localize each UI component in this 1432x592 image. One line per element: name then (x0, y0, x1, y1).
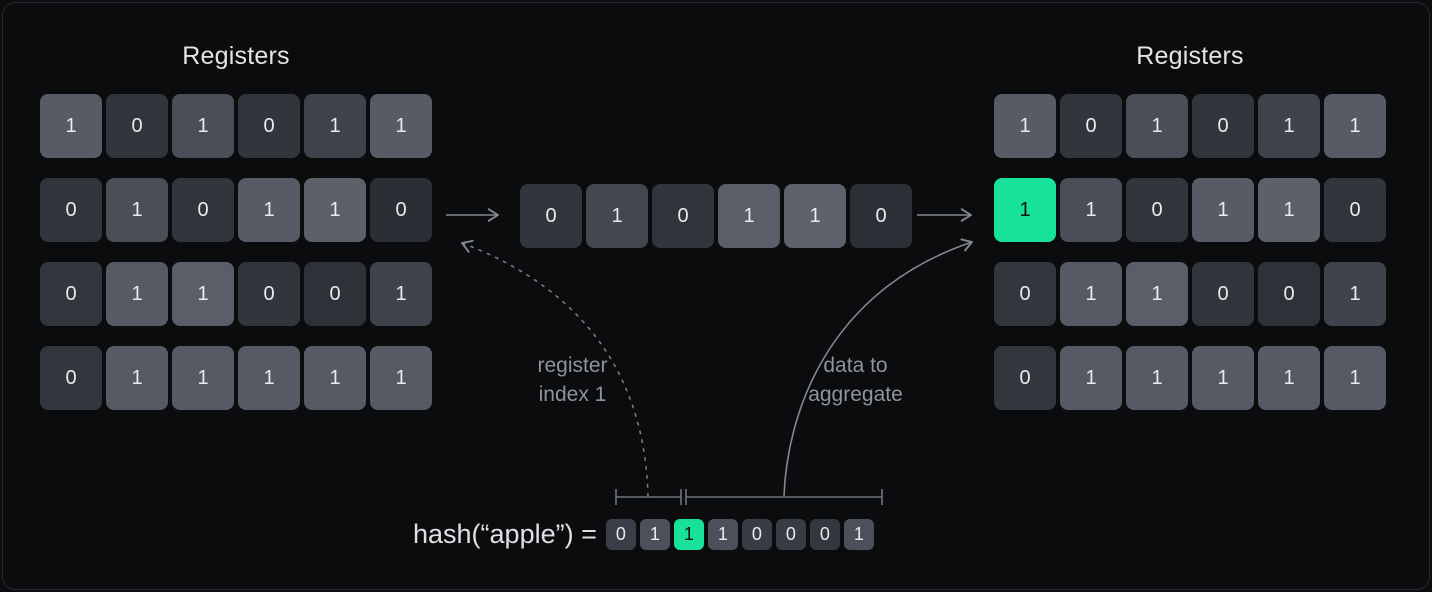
hash-bit: 1 (843, 518, 874, 550)
register-cell: 1 (172, 262, 234, 326)
data-to-aggregate-label-line1: data to (823, 354, 888, 377)
register-cell: 1 (106, 262, 168, 326)
register-cell: 1 (1126, 346, 1188, 410)
register-cell: 0 (994, 346, 1056, 410)
bracket-data-bits (685, 489, 883, 505)
register-cell: 1 (1060, 178, 1122, 242)
register-cell: 1 (784, 184, 846, 248)
hash-example-row: hash(“apple”) = 0 1 1 1 0 0 0 1 (413, 516, 874, 552)
hash-bit: 0 (605, 518, 636, 550)
register-cell: 1 (304, 178, 366, 242)
register-cell: 0 (1192, 94, 1254, 158)
data-to-aggregate-label: data to aggregate (783, 351, 928, 409)
register-cell: 0 (1126, 178, 1188, 242)
register-cell: 1 (1258, 178, 1320, 242)
register-cell: 1 (586, 184, 648, 248)
register-cell: 0 (304, 262, 366, 326)
register-cell: 1 (1192, 346, 1254, 410)
hash-bit: 0 (809, 518, 840, 550)
register-cell: 1 (370, 262, 432, 326)
register-cell: 0 (1258, 262, 1320, 326)
left-register-grid: 1 0 1 0 1 1 0 1 0 1 1 0 0 1 1 0 0 1 0 1 … (40, 94, 432, 410)
hash-bit: 0 (775, 518, 806, 550)
left-registers-title: Registers (182, 42, 290, 70)
register-index-label-line1: register (537, 354, 608, 377)
register-cell: 1 (172, 346, 234, 410)
hash-expression-label: hash(“apple”) = (413, 518, 597, 549)
register-cell: 0 (994, 262, 1056, 326)
register-cell: 1 (1192, 178, 1254, 242)
register-cell: 0 (238, 262, 300, 326)
register-cell: 1 (304, 94, 366, 158)
register-cell: 1 (106, 346, 168, 410)
register-cell: 1 (370, 346, 432, 410)
right-register-grid: 1 0 1 0 1 1 1 1 0 1 1 0 0 1 1 0 0 1 0 1 … (994, 94, 1386, 410)
register-cell: 1 (1324, 94, 1386, 158)
register-cell: 1 (1060, 346, 1122, 410)
register-cell: 1 (1060, 262, 1122, 326)
register-cell: 1 (106, 178, 168, 242)
register-cell: 1 (1126, 94, 1188, 158)
register-cell: 1 (172, 94, 234, 158)
register-cell: 1 (238, 346, 300, 410)
register-cell: 0 (106, 94, 168, 158)
register-cell: 1 (1258, 346, 1320, 410)
updated-register-cell: 1 (994, 178, 1056, 242)
register-cell: 0 (40, 346, 102, 410)
register-index-label-line2: index 1 (538, 383, 607, 406)
hash-bit-sequence: 0 1 1 1 0 0 0 1 (605, 518, 874, 550)
register-cell: 0 (850, 184, 912, 248)
hash-bit-highlighted: 1 (673, 518, 704, 550)
register-cell: 1 (994, 94, 1056, 158)
hash-bit: 0 (741, 518, 772, 550)
register-cell: 1 (1324, 262, 1386, 326)
bracket-index-bits (615, 489, 682, 505)
register-cell: 0 (172, 178, 234, 242)
register-cell: 0 (370, 178, 432, 242)
right-registers-title: Registers (1136, 42, 1244, 70)
hash-bit: 1 (707, 518, 738, 550)
register-cell: 0 (40, 178, 102, 242)
register-cell: 0 (520, 184, 582, 248)
register-cell: 0 (40, 262, 102, 326)
register-cell: 1 (370, 94, 432, 158)
extracted-register-row: 0 1 0 1 1 0 (520, 184, 912, 248)
register-cell: 0 (1060, 94, 1122, 158)
register-index-label: register index 1 (500, 351, 645, 409)
register-cell: 1 (718, 184, 780, 248)
register-cell: 1 (304, 346, 366, 410)
register-cell: 1 (1258, 94, 1320, 158)
register-cell: 0 (1324, 178, 1386, 242)
hash-bit: 1 (639, 518, 670, 550)
register-cell: 1 (1126, 262, 1188, 326)
register-cell: 0 (238, 94, 300, 158)
register-cell: 1 (238, 178, 300, 242)
register-cell: 0 (652, 184, 714, 248)
register-cell: 0 (1192, 262, 1254, 326)
register-cell: 1 (1324, 346, 1386, 410)
register-cell: 1 (40, 94, 102, 158)
data-to-aggregate-label-line2: aggregate (808, 383, 903, 406)
